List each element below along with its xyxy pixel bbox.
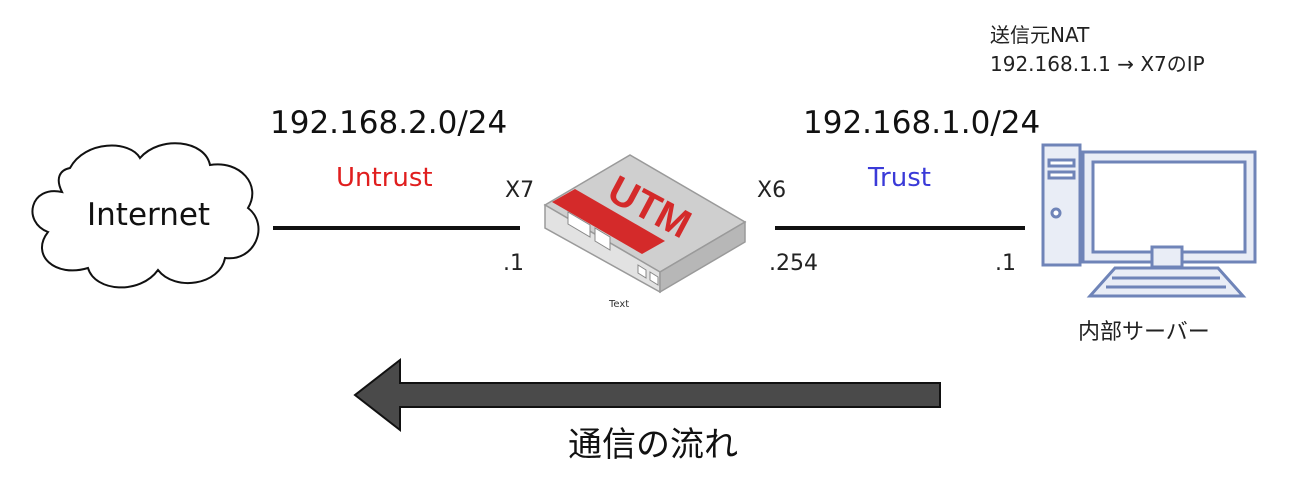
server-icon — [1041, 143, 1257, 298]
utm-accent-stripe — [552, 189, 665, 254]
utm-sub-label: Text — [609, 299, 630, 310]
server-octet: .1 — [995, 251, 1016, 276]
server-label: 内部サーバー — [1078, 320, 1210, 345]
nat-rule: 192.168.1.1 → X7のIP — [990, 52, 1205, 76]
internet-label: Internet — [87, 197, 211, 233]
utm-side-face — [659, 220, 746, 294]
port-x7: X7 — [505, 178, 535, 203]
gateway-octet: .254 — [769, 251, 818, 276]
trust-network: 192.168.1.0/24 — [803, 105, 1041, 141]
nat-title: 送信元NAT — [990, 23, 1090, 47]
flow-label: 通信の流れ — [568, 425, 738, 465]
untrust-host-octet: .1 — [503, 251, 524, 276]
port-x6: X6 — [757, 178, 787, 203]
untrust-zone-label: Untrust — [336, 163, 433, 193]
untrust-network: 192.168.2.0/24 — [270, 105, 508, 141]
trust-zone-label: Trust — [868, 163, 931, 193]
utm-device-icon: UTM — [543, 154, 747, 294]
cloud-icon — [31, 142, 260, 289]
flow-arrow — [353, 357, 941, 433]
